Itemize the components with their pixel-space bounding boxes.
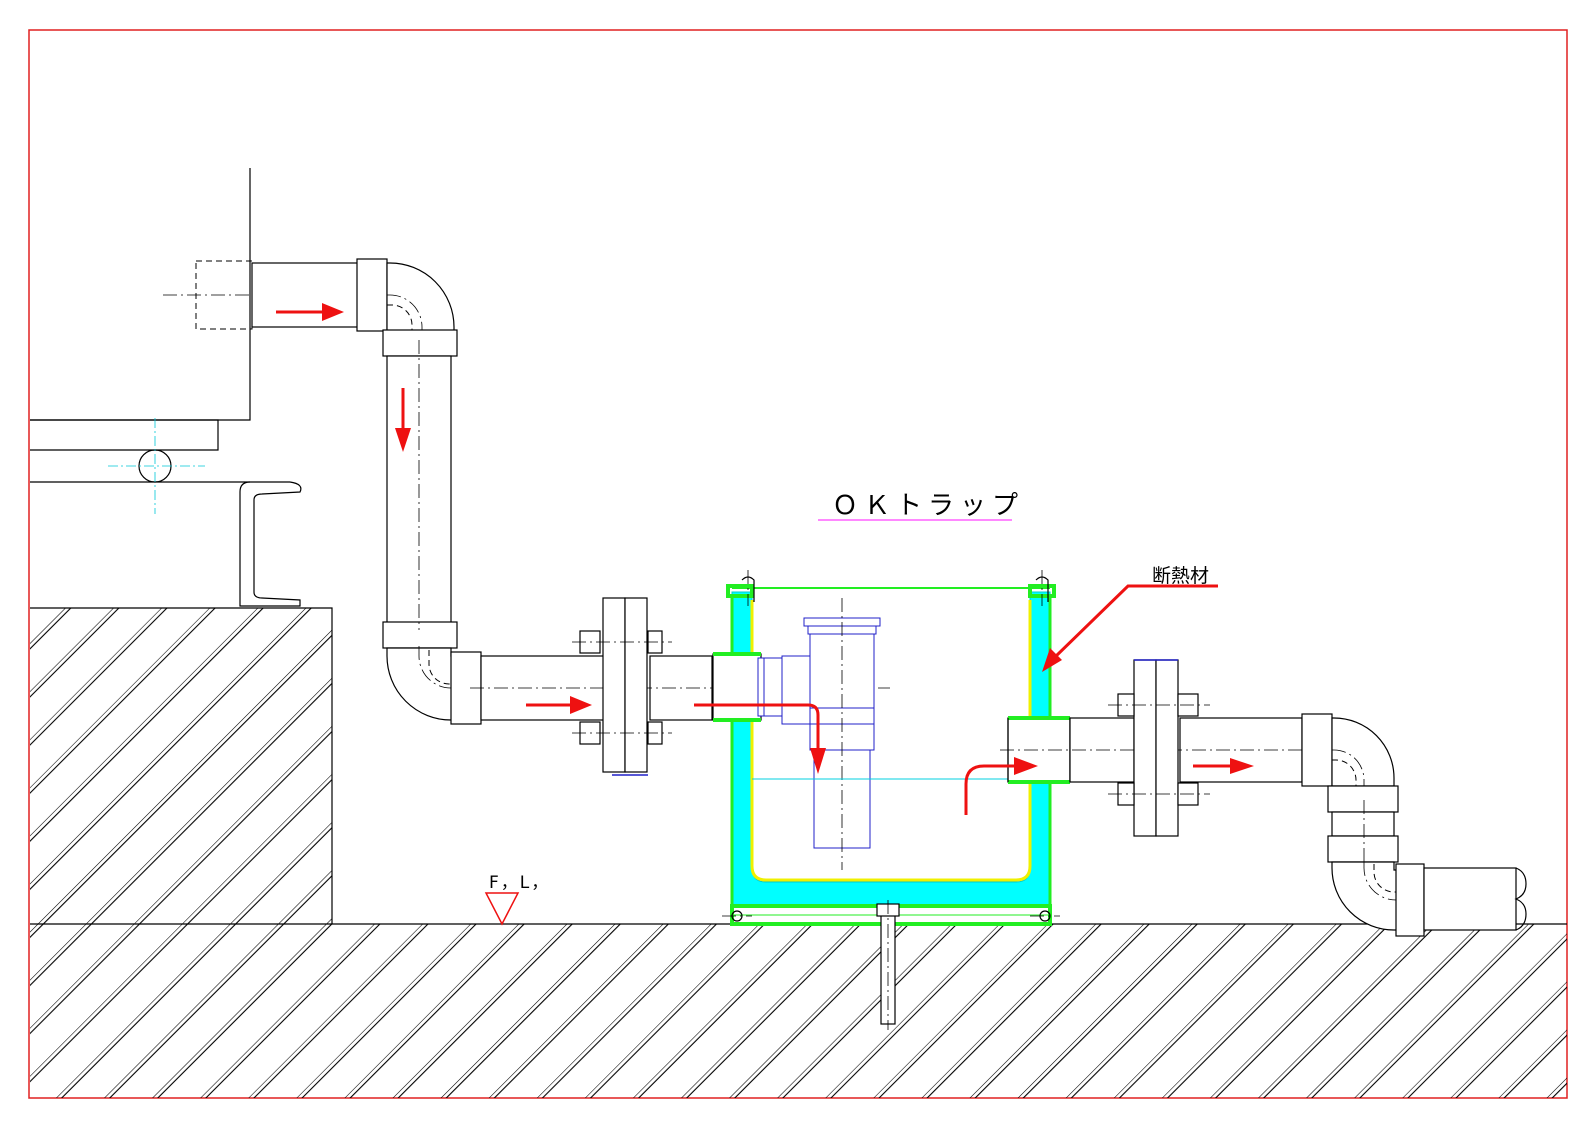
outlet-flange-bolt-bottom [1108, 782, 1210, 806]
outlet-flange [1108, 659, 1210, 837]
outlet-flange-bolt-top [1108, 693, 1210, 717]
trap-title: ＯＫトラップ [832, 491, 1024, 521]
floor-slab [30, 923, 1567, 1098]
lid-clip-right [1035, 570, 1049, 606]
outlet-elbow-lower [1331, 861, 1425, 937]
inlet-flange-bolt-bottom [572, 721, 672, 745]
flow-arrow-into-trap [694, 703, 826, 774]
trap-inner-wall [750, 600, 1032, 882]
support-roller [108, 418, 205, 514]
lower-elbow [386, 646, 482, 725]
insulation-leader [1042, 584, 1218, 672]
trap-inlet-socket [712, 652, 783, 722]
drain-pipe [1423, 867, 1527, 931]
trap-rim [726, 584, 1056, 910]
flow-arrow-right-2 [526, 696, 592, 714]
flow-arrow-right-1 [276, 303, 344, 321]
insulation-layer [731, 591, 1051, 911]
equipment-tank [30, 168, 302, 607]
flow-arrow-right-3 [1193, 758, 1254, 774]
lid-clip-left [741, 570, 755, 606]
concrete-base [30, 607, 333, 924]
anchor-bolt [876, 900, 900, 1030]
trap-tee-body [781, 598, 881, 870]
insulation-label: 断熱材 [1152, 565, 1209, 587]
flow-arrow-down-1 [395, 388, 411, 452]
outlet-vertical-pipe [1327, 800, 1399, 863]
vertical-riser [382, 329, 458, 649]
floor-level-label: F，L， [489, 873, 550, 893]
inlet-flange-bolt-top [572, 630, 672, 654]
upper-horizontal-pipe [251, 258, 455, 340]
inlet-flange [572, 597, 672, 776]
outlet-elbow-upper [1301, 713, 1399, 813]
flow-arrow-up-out [964, 757, 1038, 815]
floor-level-marker [484, 892, 520, 926]
